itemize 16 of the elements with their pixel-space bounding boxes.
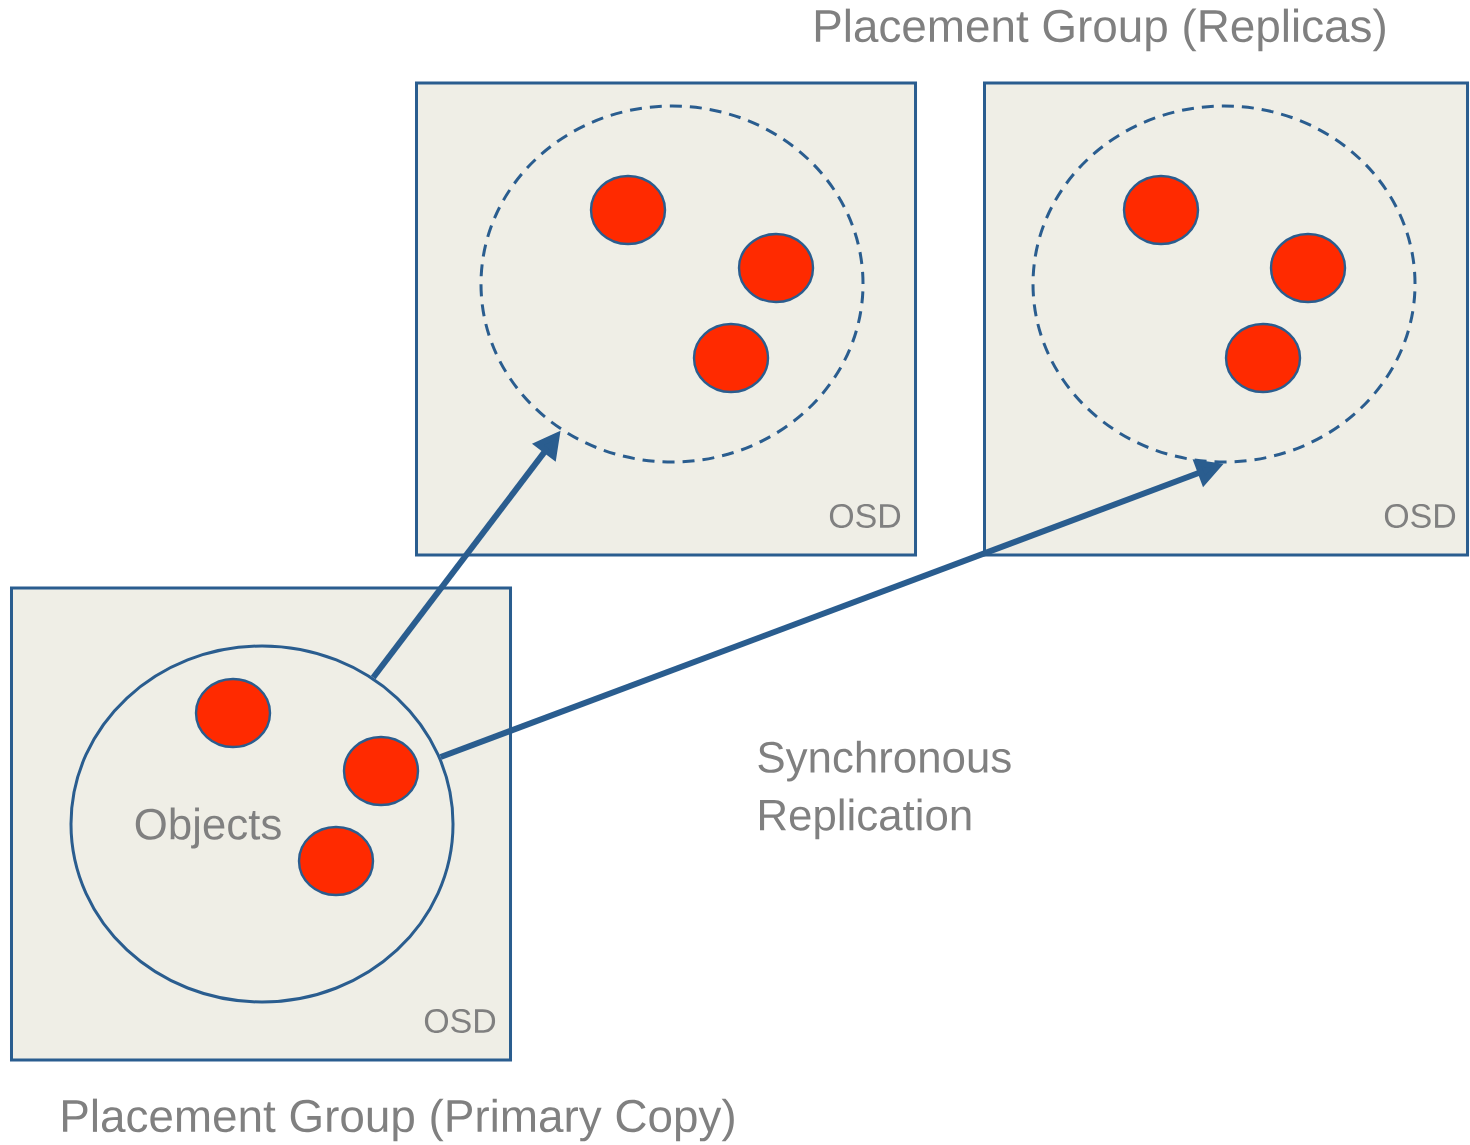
- group-label: Placement Group (Primary Copy): [63, 1098, 734, 1142]
- object-dot: [1224, 322, 1302, 394]
- osd-box: OSD: [415, 81, 917, 557]
- osd-box: OSD: [983, 81, 1469, 557]
- object-dot: [194, 677, 272, 749]
- object-dot: [1269, 232, 1347, 304]
- object-dot: [342, 735, 420, 807]
- dashed-circle: [1031, 104, 1417, 464]
- dashed-circle: [479, 104, 865, 464]
- object-dot: [1122, 174, 1200, 246]
- object-dot: [297, 825, 375, 897]
- group-label: Placement Group (Replicas): [815, 8, 1385, 52]
- object-dot: [589, 174, 667, 246]
- edge-label: Synchronous Replication: [758, 740, 1011, 840]
- object-dot: [692, 322, 770, 394]
- object-dot: [737, 232, 815, 304]
